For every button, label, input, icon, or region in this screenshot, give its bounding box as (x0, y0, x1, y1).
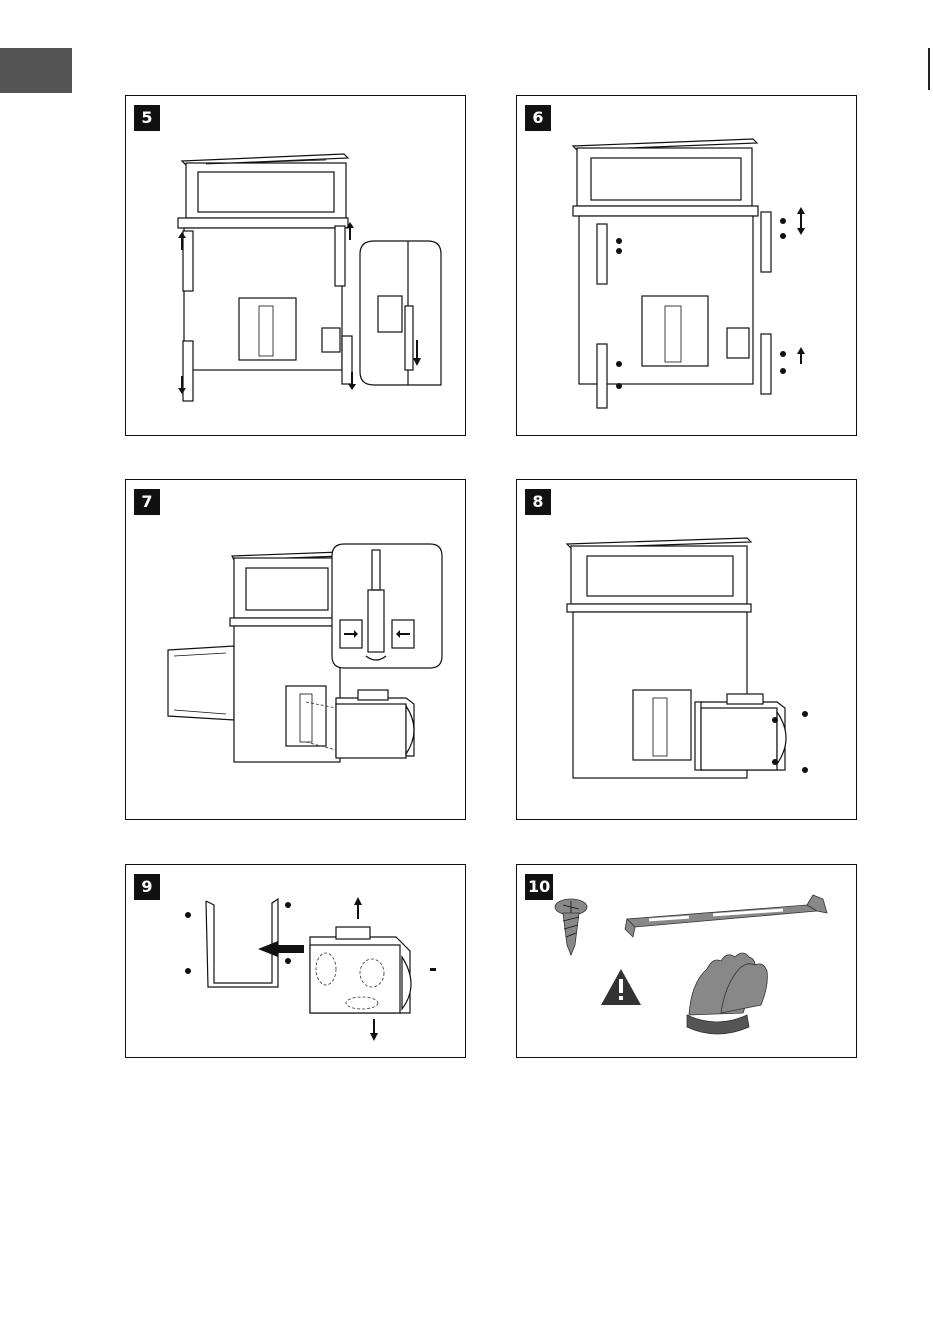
motor-box-diagram (126, 865, 467, 1059)
motor-box-diagram (126, 480, 467, 821)
step-panel-7: 7 (125, 479, 466, 820)
page-edge-mark (928, 48, 930, 90)
step-panel-10: 10 (516, 864, 857, 1058)
motor-box-diagram (517, 480, 858, 821)
warning-icon (601, 969, 641, 1005)
step-panel-6: 6 (516, 95, 857, 436)
parts-illustration (517, 865, 858, 1059)
step-panel-9: 9 (125, 864, 466, 1058)
screw-icon (555, 899, 587, 955)
hood-frame-diagram (126, 96, 467, 437)
mounting-bracket-icon (625, 895, 827, 937)
language-tab (0, 48, 72, 93)
step-panel-8: 8 (516, 479, 857, 820)
hood-frame-diagram (517, 96, 858, 437)
step-panel-5: 5 (125, 95, 466, 436)
gloves-icon (687, 953, 767, 1034)
